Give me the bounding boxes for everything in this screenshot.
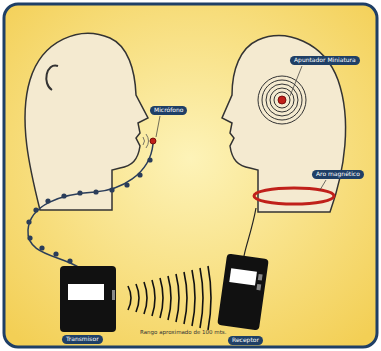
callout-text: Apuntador Miniatura <box>294 57 356 64</box>
radio-wave <box>152 280 155 316</box>
earpiece-rings <box>258 76 306 124</box>
callout-pill: Apuntador Miniatura <box>290 56 360 65</box>
transmitter-button <box>112 290 115 300</box>
cable-bead <box>26 219 31 224</box>
cable-bead <box>27 235 32 240</box>
radio-wave <box>168 276 171 320</box>
speaker-head <box>25 33 148 210</box>
receiver-button <box>258 274 263 280</box>
radio-wave <box>200 268 203 328</box>
cable-bead <box>61 193 66 198</box>
miniature-earpiece <box>278 96 286 104</box>
callout-pill: Receptor <box>228 336 263 345</box>
earpiece-ring <box>262 80 302 120</box>
panel <box>4 4 377 347</box>
range-note: Rango aproximado de 100 mts. <box>140 329 226 335</box>
callout-text: Aro magnético <box>316 171 360 178</box>
leader-line <box>320 180 326 190</box>
receiver-button <box>256 284 261 290</box>
earpiece-ring <box>258 76 306 124</box>
cable-bead <box>45 198 50 203</box>
callout-text: Transmisor <box>66 336 99 343</box>
earpiece-ring <box>274 92 290 108</box>
leader-line <box>290 66 302 96</box>
radio-wave <box>176 274 179 322</box>
cable-bead <box>147 157 152 162</box>
callout-pill: Aro magnético <box>312 170 364 179</box>
cable-bead <box>33 207 38 212</box>
receiver-cable <box>244 208 256 256</box>
earpiece-ring <box>270 88 294 112</box>
radio-wave <box>208 266 211 330</box>
radio-wave <box>192 270 195 326</box>
receiver-screen <box>229 268 257 285</box>
microphone <box>150 138 156 144</box>
voice-waves <box>143 134 149 148</box>
callout-pill: Transmisor <box>62 335 103 344</box>
radio-wave <box>136 284 139 312</box>
leader-line <box>156 116 160 137</box>
radio-waves <box>128 266 211 330</box>
ear <box>46 66 58 90</box>
cable-bead <box>53 251 58 256</box>
radio-wave <box>160 278 163 318</box>
mic-cable <box>28 144 153 268</box>
radio-wave <box>184 272 187 324</box>
transmitter-screen <box>68 284 104 300</box>
callout-text: Receptor <box>232 337 259 344</box>
neck-loop <box>254 188 334 204</box>
receiver <box>217 253 269 330</box>
cable-bead <box>39 245 44 250</box>
cable-bead <box>93 189 98 194</box>
receiver-body <box>217 253 269 330</box>
cable-bead <box>124 182 129 187</box>
cable-bead <box>77 190 82 195</box>
radio-wave <box>144 282 147 314</box>
callout-pill: Micrófono <box>150 106 187 115</box>
transmitter <box>60 266 116 332</box>
radio-wave <box>128 286 131 310</box>
cable-bead <box>137 172 142 177</box>
cable-bead <box>67 258 72 263</box>
cable-bead <box>109 187 114 192</box>
cable-beads <box>26 157 152 263</box>
callout-text: Micrófono <box>154 107 183 114</box>
